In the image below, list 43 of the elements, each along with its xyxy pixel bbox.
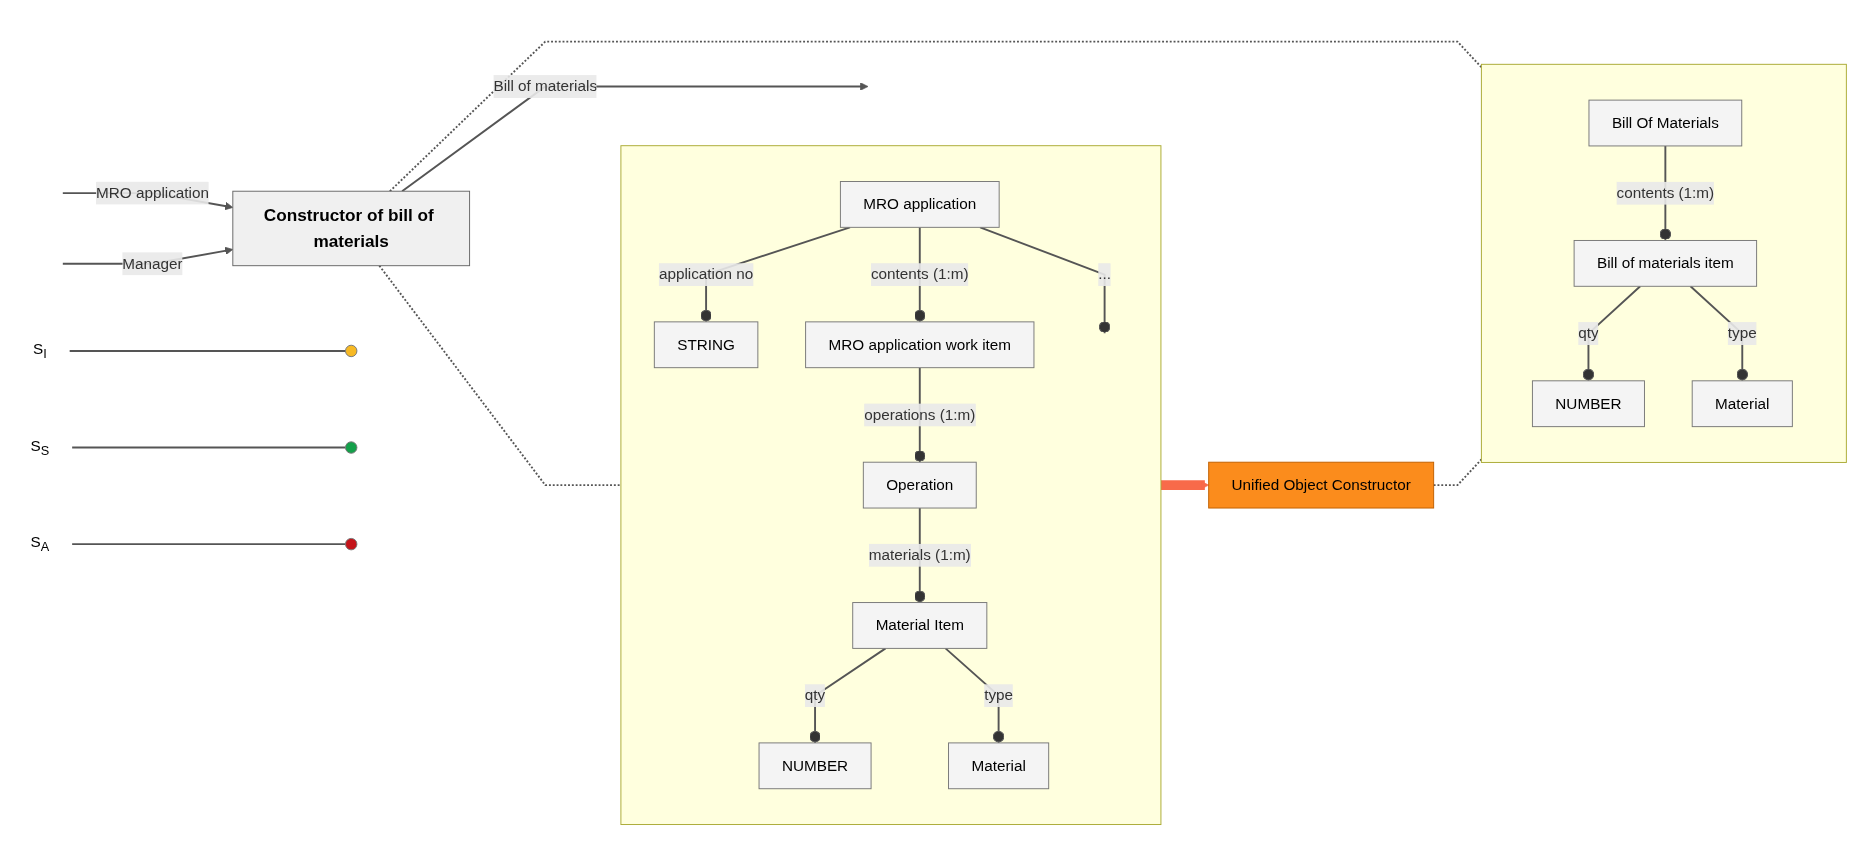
edge-label: ...	[1098, 266, 1111, 283]
connector	[809, 647, 887, 745]
node-box: Bill of materials item	[1573, 240, 1758, 288]
connector	[378, 265, 622, 487]
node-circle	[345, 538, 358, 551]
node-text: S$_{A}$	[30, 534, 50, 555]
edge-label: qty	[1578, 325, 1599, 342]
node-box: Operation	[862, 462, 977, 509]
cluster	[1480, 64, 1847, 464]
node-box: Material	[948, 742, 1050, 790]
connector	[68, 350, 347, 353]
node-box: NUMBER	[1531, 380, 1645, 428]
node-circle	[345, 441, 358, 455]
node-box: Bill Of Materials	[1588, 100, 1743, 147]
node-box: NUMBER	[758, 742, 872, 790]
edge-label: Manager	[122, 255, 183, 272]
edge-label: operations (1:m)	[864, 406, 976, 423]
node-box: Constructor of bill of materials	[232, 191, 471, 267]
node-box: MRO application	[839, 181, 1000, 229]
edge-label: contents (1:m)	[1616, 185, 1715, 202]
connector	[71, 447, 347, 449]
cluster	[620, 145, 1162, 826]
edge-label: qty	[804, 687, 826, 704]
node-box: MRO application work item	[805, 321, 1035, 369]
connector	[71, 543, 347, 546]
edge-label: type	[984, 687, 1014, 704]
edge-label: Bill of materials	[493, 78, 598, 95]
arrow	[1160, 480, 1210, 491]
connector	[1582, 285, 1642, 383]
node-box: STRING	[653, 321, 759, 369]
node-box: Unified Object Constructor	[1208, 462, 1435, 509]
edge-label: application no	[658, 266, 754, 283]
edge-label: MRO application	[96, 184, 209, 202]
connector	[1432, 458, 1483, 487]
edge-label: contents (1:m)	[870, 266, 969, 283]
connector	[979, 226, 1111, 335]
node-box: Material Item	[852, 602, 988, 650]
edge-label: type	[1727, 325, 1757, 342]
node-box: Material	[1691, 380, 1793, 428]
node-circle	[345, 345, 358, 358]
node-text: S$_{S}$	[30, 437, 50, 459]
edge-label: materials (1:m)	[868, 547, 971, 564]
node-text: S$_{I}$	[33, 341, 47, 362]
